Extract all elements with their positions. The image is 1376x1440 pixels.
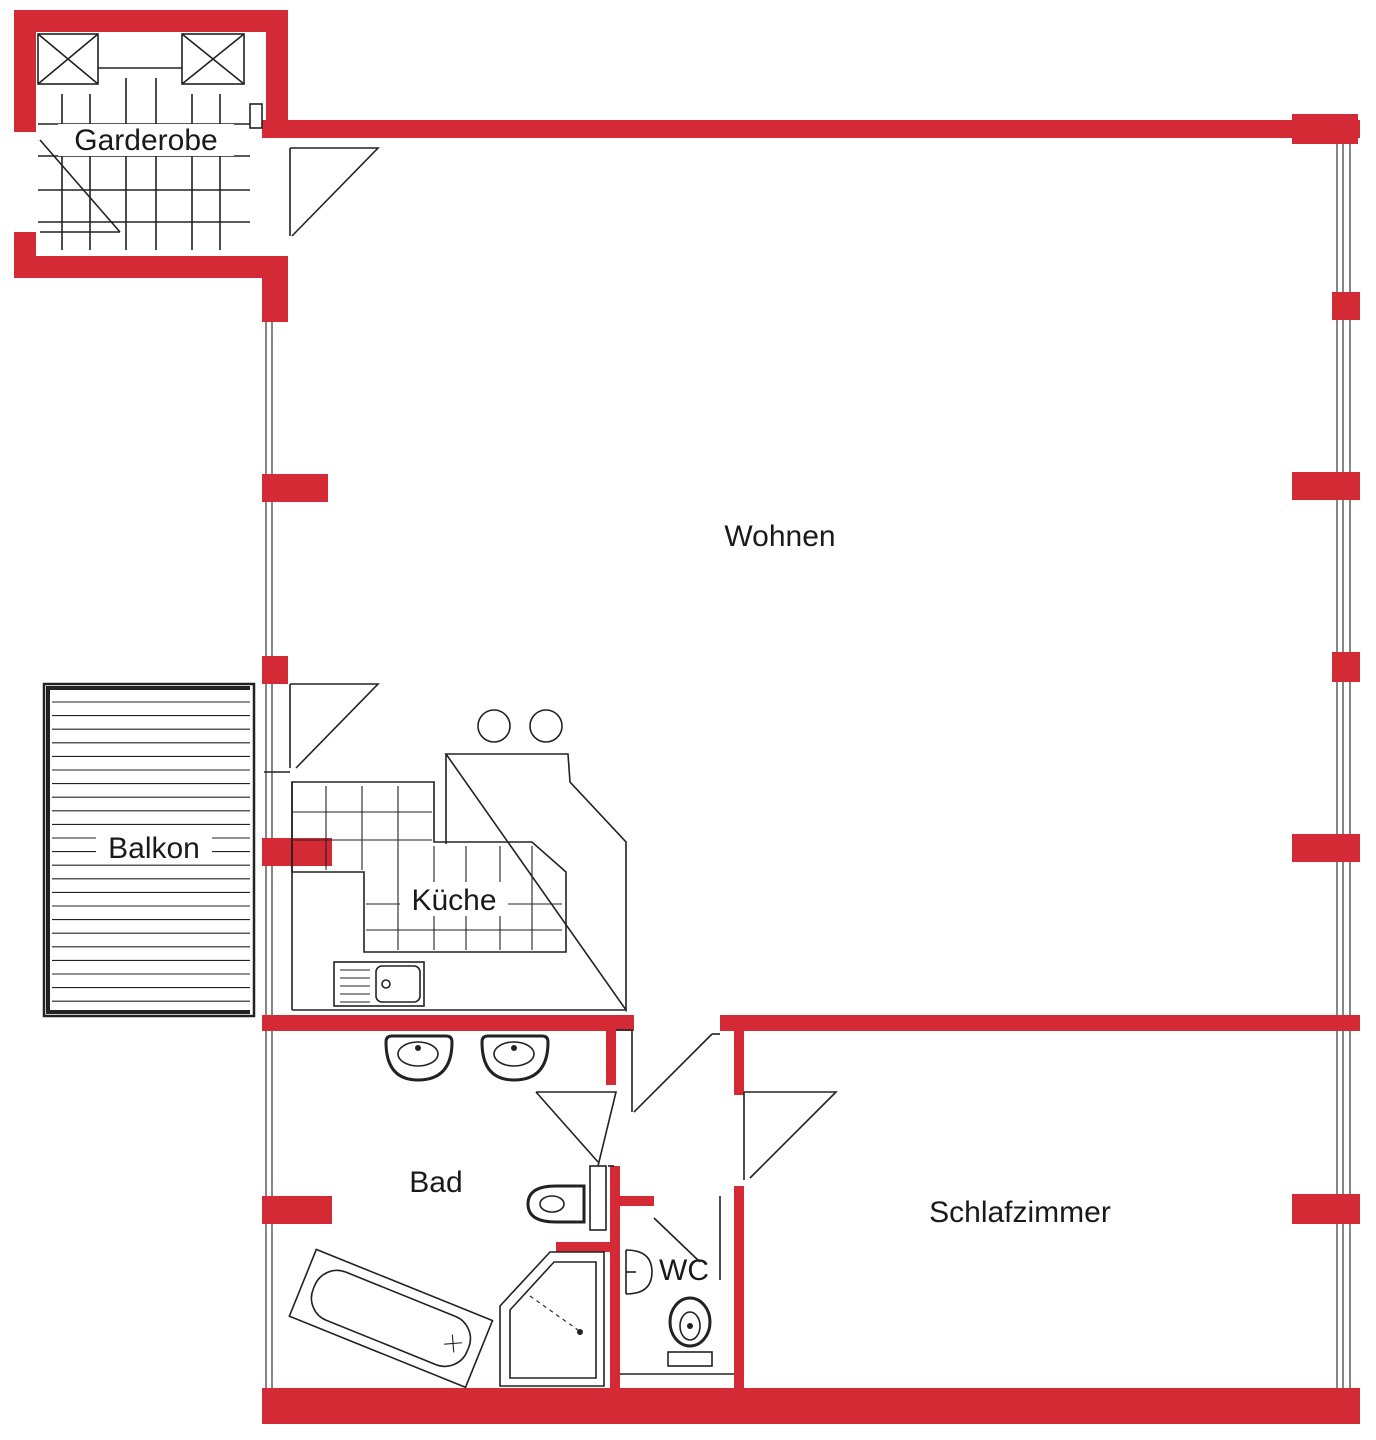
label-kueche: Küche: [411, 884, 496, 917]
door-swing-garderobe: [289, 147, 380, 237]
label-wohnen: Wohnen: [724, 520, 835, 553]
label-balkon: Balkon: [108, 832, 200, 865]
bathroom-fixtures: [288, 1034, 607, 1389]
wc-fixtures: [620, 1196, 734, 1375]
hallway-doors: [535, 1029, 838, 1180]
room-labels: Garderobe Wohnen Balkon Küche Bad WC Sch…: [58, 124, 1111, 1287]
label-wc: WC: [659, 1254, 709, 1287]
door-swing-balkon: [264, 683, 380, 773]
label-garderobe: Garderobe: [74, 124, 217, 157]
kitchen: [291, 709, 627, 1013]
windows: [265, 140, 1351, 1410]
label-schlafzimmer: Schlafzimmer: [929, 1196, 1111, 1229]
walls: [14, 10, 1360, 1424]
label-bad: Bad: [409, 1166, 462, 1199]
